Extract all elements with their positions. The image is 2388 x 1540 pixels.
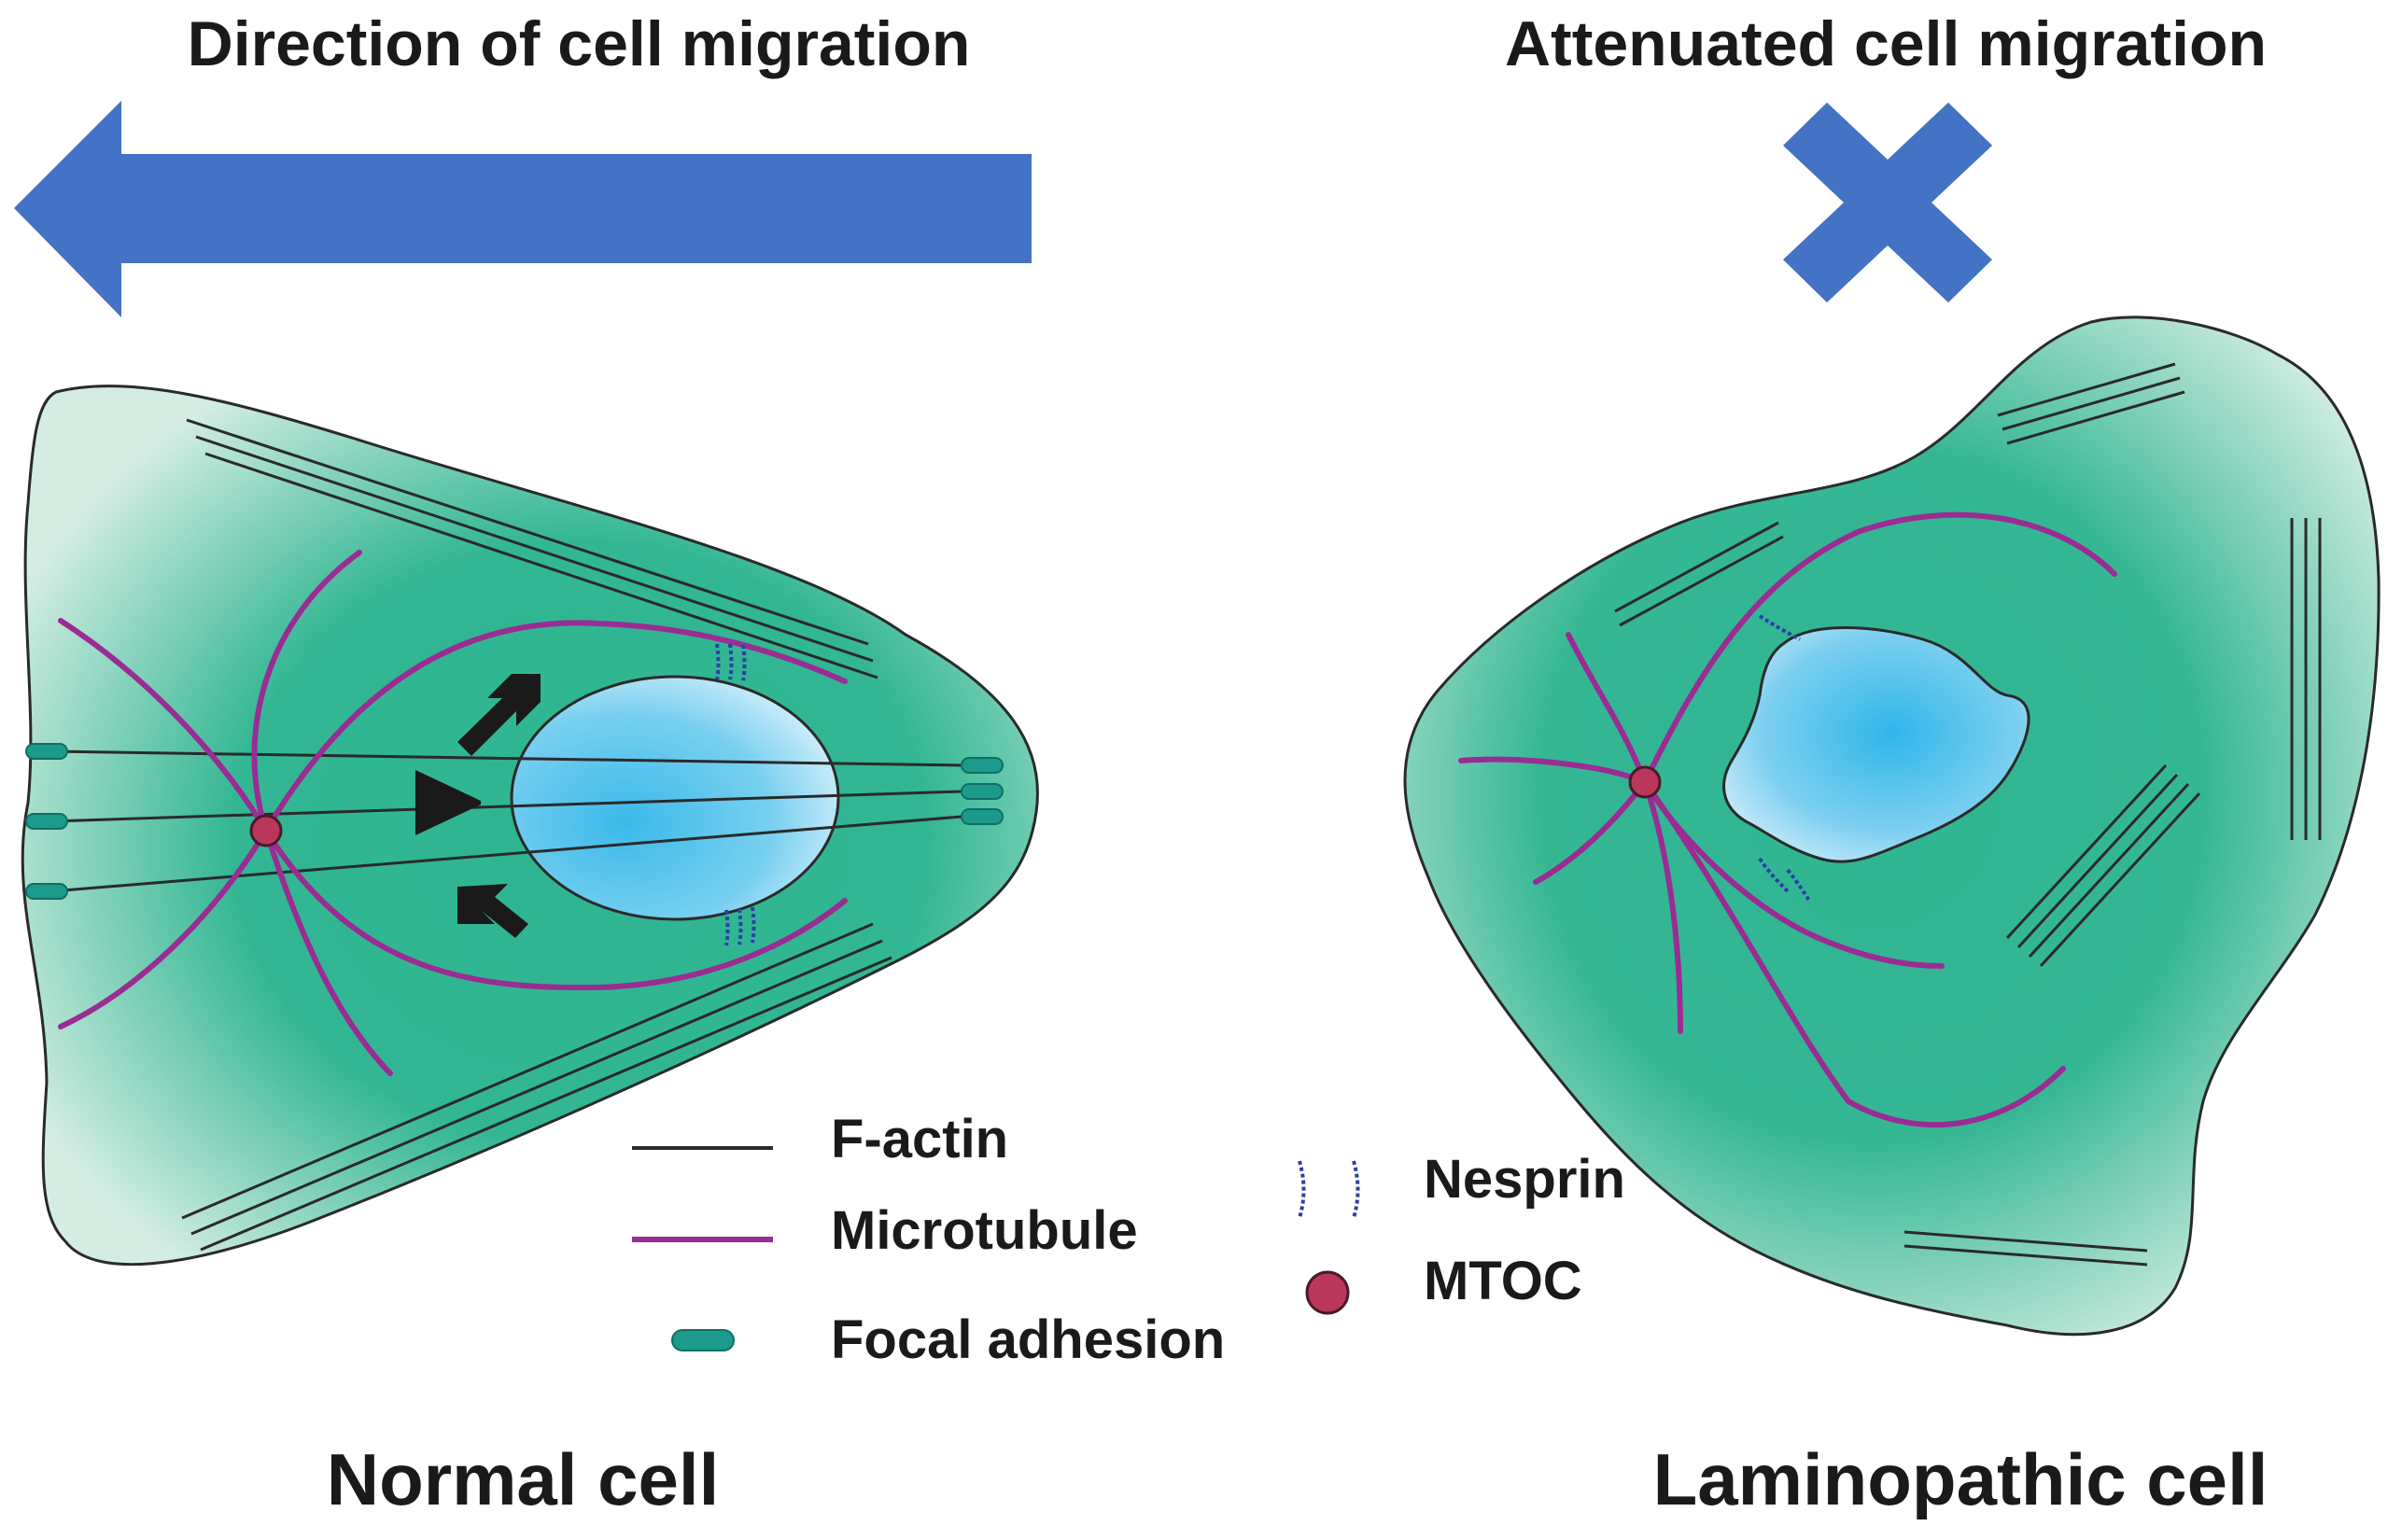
legend-factin-label: F-actin — [831, 1109, 1008, 1169]
normal-nucleus — [510, 675, 840, 921]
laminopathic-mtoc — [1628, 765, 1662, 799]
normal-microtubules — [58, 550, 848, 1076]
left-title: Direction of cell migration — [188, 8, 971, 79]
laminopathic-cell — [1403, 315, 2381, 1337]
x-cross-icon — [1783, 102, 1992, 303]
legend-nesprin-label: Nesprin — [1424, 1149, 1625, 1210]
legend-focal-adhesion-swatch — [671, 1329, 735, 1351]
laminopathic-cell-caption: Laminopathic cell — [1653, 1438, 2269, 1520]
normal-cell — [21, 385, 1039, 1267]
legend: F-actin Microtubule Focal adhesion Nespr… — [632, 1109, 1625, 1370]
stress-fibers-top — [186, 418, 878, 679]
laminopathic-nesprin — [1758, 614, 1811, 903]
laminopathic-nucleus — [1722, 626, 2030, 863]
laminopathic-microtubules — [1458, 511, 2117, 1128]
normal-mtoc — [249, 814, 283, 847]
normal-nesprin — [715, 643, 756, 946]
nucleus-push-arrows — [415, 674, 541, 938]
factin-fibers — [50, 749, 962, 893]
normal-cell-caption: Normal cell — [327, 1438, 720, 1520]
laminopathic-stress-fibers — [1614, 362, 2322, 1267]
legend-nesprin-swatch — [1298, 1160, 1360, 1219]
right-title: Attenuated cell migration — [1505, 8, 2267, 79]
legend-focal-adhesion-label: Focal adhesion — [831, 1309, 1225, 1370]
focal-adhesions — [25, 743, 1004, 900]
stress-fibers-bottom — [181, 922, 892, 1252]
legend-microtubule-label: Microtubule — [831, 1200, 1138, 1261]
left-arrow-icon — [14, 101, 1032, 317]
legend-mtoc-swatch — [1305, 1270, 1350, 1315]
legend-mtoc-label: MTOC — [1424, 1251, 1582, 1311]
